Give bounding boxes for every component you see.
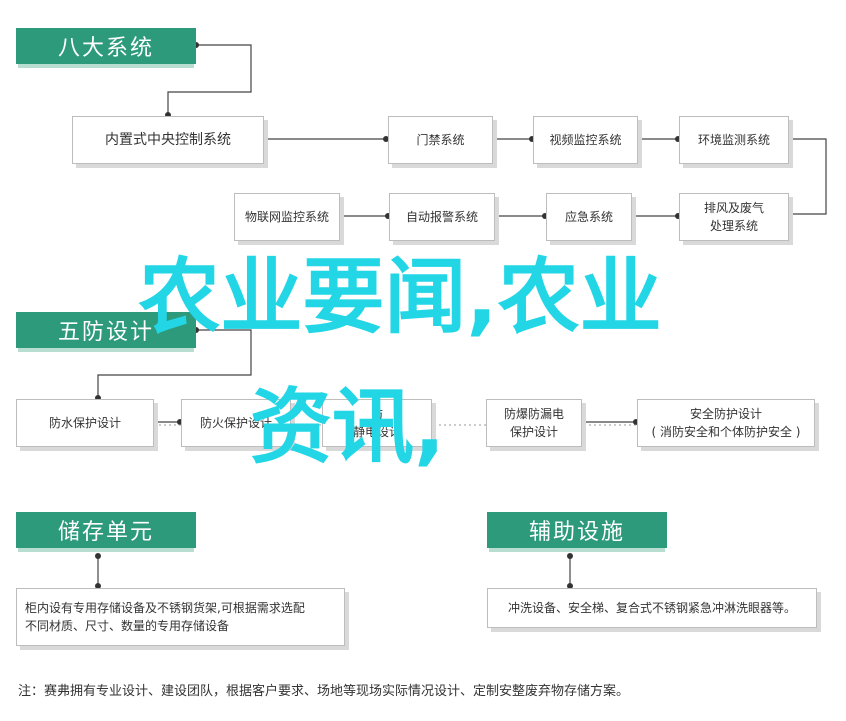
overlay-text-line2: 资讯, <box>250 380 446 475</box>
section-header-auxiliary-facilities: 辅助设施 <box>487 512 667 548</box>
box-video-monitoring: 视频监控系统 <box>533 116 638 164</box>
box-storage-description: 柜内设有专用存储设备及不锈钢货架,可根据需求选配 不同材质、尺寸、数量的专用存储… <box>16 588 345 646</box>
section-header-storage-unit: 储存单元 <box>16 512 196 548</box>
box-facility-description: 冲洗设备、安全梯、复合式不锈钢紧急冲淋洗眼器等。 <box>487 588 817 628</box>
box-explosion-leakage: 防爆防漏电 保护设计 <box>486 399 582 447</box>
section-title: 储存单元 <box>57 520 154 545</box>
box-safety-protection: 安全防护设计 ( 消防安全和个体防护安全 ) <box>637 399 815 447</box>
section-title: 辅助设施 <box>528 520 625 545</box>
section-header-five-defense: 五防设计 <box>16 312 196 348</box>
overlay-text-line1: 农业要闻,农业 <box>138 250 662 345</box>
box-door-access: 门禁系统 <box>388 116 493 164</box>
box-emergency: 应急系统 <box>546 193 632 241</box>
footnote: 注：赛弗拥有专业设计、建设团队，根据客户要求、场地等现场实际情况设计、定制安整废… <box>18 684 630 699</box>
box-fireproof: 防火保护设计 <box>181 399 291 447</box>
box-exhaust-treatment: 排风及废气 处理系统 <box>679 193 789 241</box>
box-auto-alarm: 自动报警系统 <box>389 193 495 241</box>
box-iot-monitoring: 物联网监控系统 <box>234 193 340 241</box>
box-waterproof: 防水保护设计 <box>16 399 154 447</box>
box-environment-monitoring: 环境监测系统 <box>679 116 789 164</box>
section-title: 五防设计 <box>57 320 154 345</box>
section-title: 八大系统 <box>57 36 154 61</box>
section-header-eight-systems: 八大系统 <box>16 28 196 64</box>
box-central-control: 内置式中央控制系统 <box>72 116 264 164</box>
box-antistatic: 防 静电设计 <box>322 399 432 447</box>
